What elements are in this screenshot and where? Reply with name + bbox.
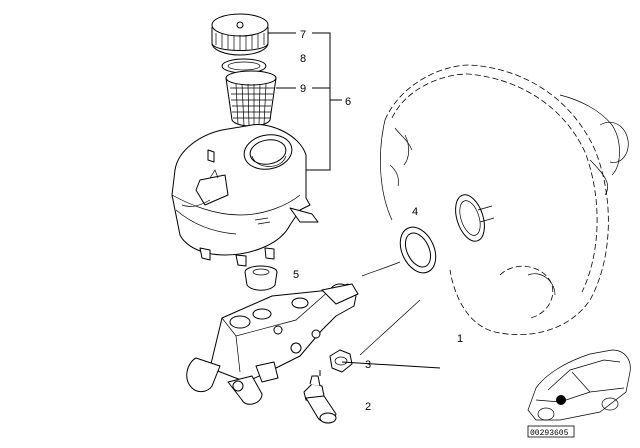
- callout-8: 8: [300, 53, 306, 65]
- location-marker-icon: [556, 395, 566, 405]
- callout-3: 3: [365, 359, 371, 371]
- callout-7: 7: [300, 29, 306, 41]
- leader-lines: [268, 32, 441, 376]
- reservoir-cap[interactable]: [211, 13, 269, 56]
- fluid-reservoir[interactable]: [171, 124, 319, 267]
- callout-6: 6: [345, 96, 351, 108]
- callout-4: 4: [412, 206, 418, 218]
- car-location-thumbnail: 00293605: [527, 349, 631, 438]
- seal-ring[interactable]: [393, 221, 442, 278]
- callout-1: 1: [457, 333, 463, 345]
- master-cylinder[interactable]: [186, 283, 359, 405]
- callout-2: 2: [365, 401, 371, 413]
- brake-booster[interactable]: [359, 64, 629, 356]
- reservoir-filter[interactable]: [225, 70, 277, 127]
- diagram-code: 00293605: [530, 429, 569, 438]
- callout-5: 5: [293, 269, 299, 281]
- pressure-switch[interactable]: [303, 375, 337, 424]
- callout-9: 9: [300, 83, 306, 95]
- plug-fitting[interactable]: [329, 349, 353, 373]
- reservoir-grommet[interactable]: [244, 265, 278, 291]
- booster-leader-dashed: [361, 261, 401, 277]
